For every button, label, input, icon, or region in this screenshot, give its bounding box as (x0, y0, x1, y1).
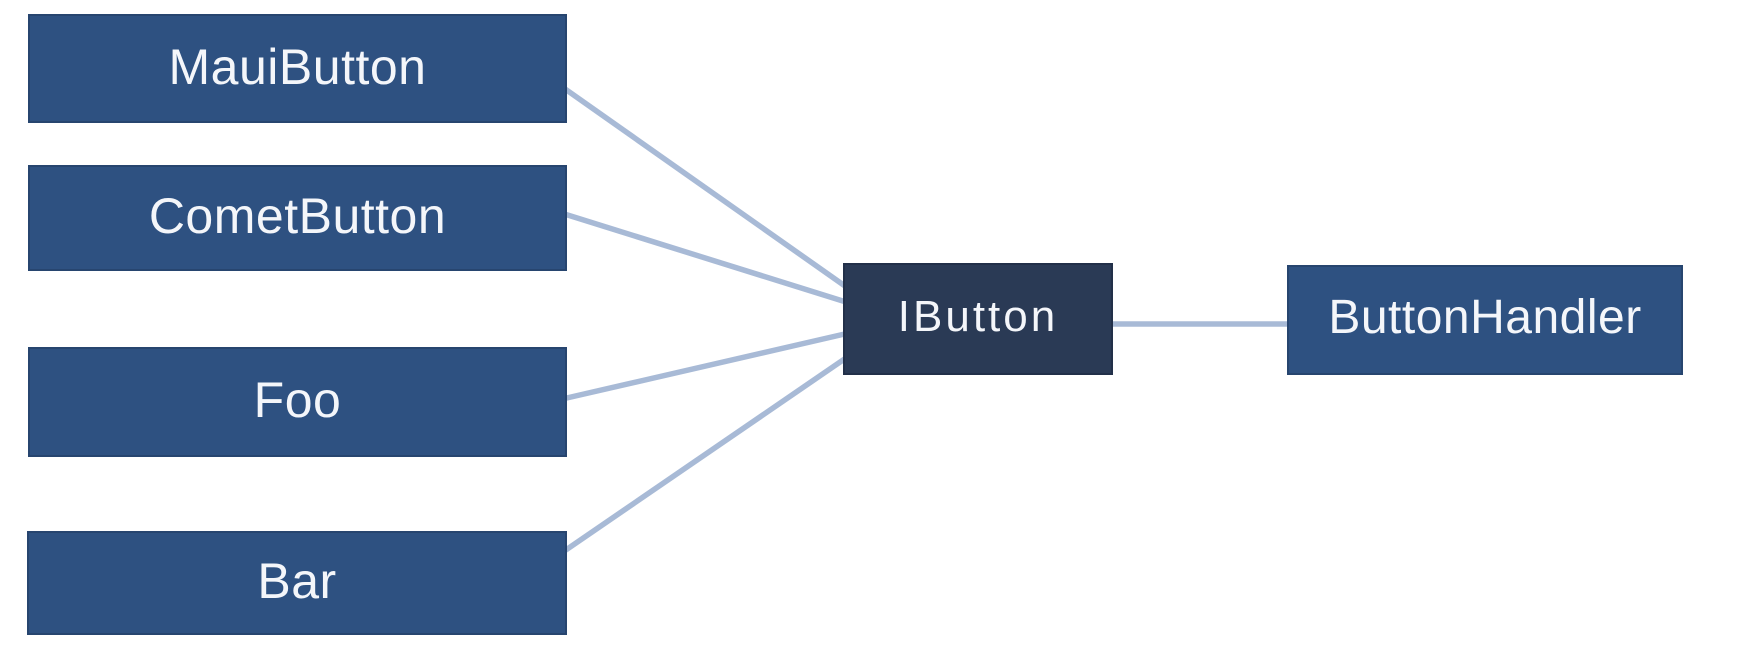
node-foo: Foo (28, 347, 567, 457)
connector-line-cometbutton-to-ibutton (557, 209, 863, 310)
node-buttonhandler: ButtonHandler (1287, 265, 1683, 375)
node-bar: Bar (27, 531, 567, 635)
connector-line-foo-to-ibutton (557, 327, 863, 403)
node-ibutton: IButton (843, 263, 1113, 375)
node-mauibutton: MauiButton (28, 14, 567, 123)
node-label: IButton (897, 292, 1059, 341)
node-label: Bar (257, 553, 337, 609)
node-label: CometButton (148, 188, 447, 244)
node-label: MauiButton (168, 38, 427, 95)
node-label: ButtonHandler (1328, 291, 1642, 344)
connector-line-bar-to-ibutton (558, 344, 864, 557)
node-cometbutton: CometButton (28, 165, 567, 271)
connector-line-mauibutton-to-ibutton (556, 81, 864, 301)
node-label: Foo (253, 372, 342, 428)
